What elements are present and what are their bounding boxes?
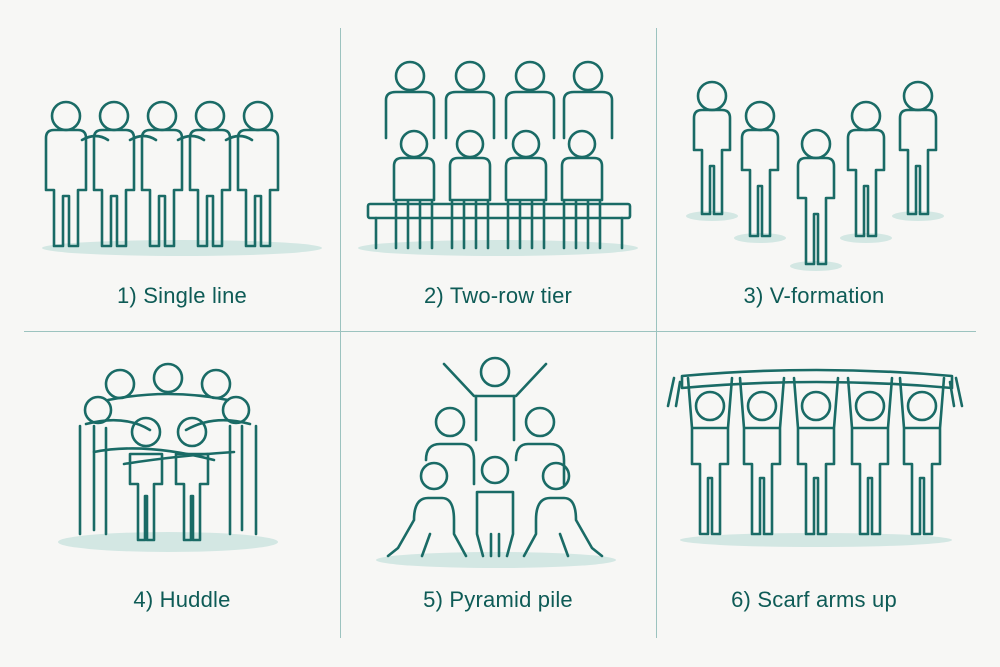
panel-pyramid-pile: 5) Pyramid pile [340,334,656,667]
panel-v-formation: 3) V-formation [656,0,972,333]
single-line-illustration [42,100,322,256]
panel-scarf-arms-up: 6) Scarf arms up [656,334,972,667]
caption-two-row-tier: 2) Two-row tier [423,283,573,308]
caption-v-formation: 3) V-formation [743,283,885,308]
panel-divider-vertical-2 [656,28,657,638]
panel-two-row-tier: 2) Two-row tier [340,0,656,333]
panel-divider-vertical-1 [340,28,341,638]
v-formation-illustration [686,80,944,271]
caption-pyramid-pile: 5) Pyramid pile [423,587,573,612]
pyramid-pile-illustration [376,356,616,568]
scarf-arms-up-illustration [666,368,964,547]
two-row-tier-illustration [358,60,638,256]
panel-divider-horizontal [24,331,976,332]
panel-single-line: 1) Single line [24,0,340,333]
panel-huddle: 4) Huddle [24,334,340,667]
caption-scarf-arms-up: 6) Scarf arms up [731,587,897,612]
caption-huddle: 4) Huddle [133,587,231,612]
caption-single-line: 1) Single line [117,283,247,308]
huddle-illustration [58,362,278,552]
